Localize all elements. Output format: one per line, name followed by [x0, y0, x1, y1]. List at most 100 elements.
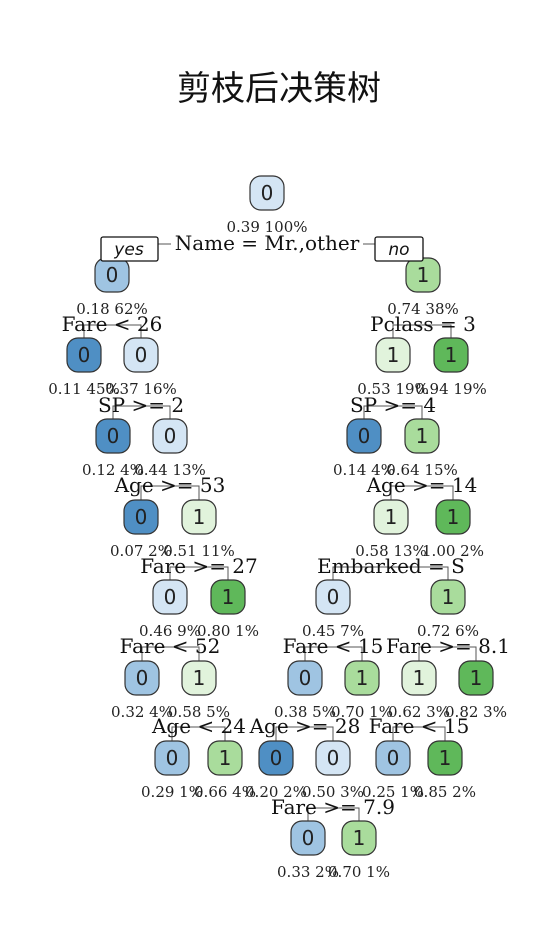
- node-box: [315, 740, 351, 776]
- node-box: [315, 579, 351, 615]
- tree-node: 00.07 2%: [110, 499, 172, 560]
- node-box: [123, 499, 159, 535]
- node-class-label: 0: [327, 746, 340, 770]
- tree-node: 0 0.12 4%: [82, 418, 144, 479]
- node-stats: 0.70 1%: [328, 863, 390, 881]
- node-box: [401, 660, 437, 696]
- node-box: [435, 499, 471, 535]
- node-box: [210, 579, 246, 615]
- node-box: [346, 418, 382, 454]
- node-stats: 1.00 2%: [422, 542, 484, 560]
- tree-node: 10.72 6%: [417, 579, 479, 640]
- node-stats: 0.85 2%: [414, 783, 476, 801]
- node-stats: 0.39 100%: [226, 218, 307, 236]
- tree-edge: [423, 324, 452, 338]
- split-condition: SP >= 4: [350, 393, 436, 417]
- split-condition: Pclass = 3: [370, 312, 476, 336]
- node-stats: 0.58 13%: [355, 542, 427, 560]
- node-stats: 0.12 4%: [82, 461, 144, 479]
- split-condition: SP >= 2: [98, 393, 184, 417]
- node-box: [341, 820, 377, 856]
- node-stats: 0.38 5%: [274, 703, 336, 721]
- node-box: [181, 499, 217, 535]
- tree-nodes: 00.39 100%00.18 62%10.74 38%00.11 45%00.…: [48, 175, 507, 881]
- node-stats: 0.44 13%: [134, 461, 206, 479]
- node-box: [287, 660, 323, 696]
- tree-edge: [170, 646, 200, 661]
- node-stats: 0.45 7%: [302, 622, 364, 640]
- node-stats: 0.18 62%: [76, 300, 148, 318]
- tree-node: 0 0.39 100%: [226, 175, 308, 236]
- node-stats: 0.53 19%: [357, 380, 429, 398]
- node-box: [290, 820, 326, 856]
- tree-edge: [141, 646, 170, 661]
- tree-node: 00.46 9%: [139, 579, 201, 640]
- tree-node: 00.33 2%: [277, 820, 339, 881]
- node-box: [181, 660, 217, 696]
- node-class-label: 1: [413, 666, 426, 690]
- node-class-label: 0: [107, 424, 120, 448]
- node-stats: 0.82 3%: [445, 703, 507, 721]
- node-stats: 0.20 2%: [245, 783, 307, 801]
- tree-node: 0 0.20 2%: [245, 740, 307, 801]
- node-box: [249, 175, 285, 211]
- node-stats: 0.74 38%: [387, 300, 459, 318]
- node-class-label: 1: [445, 343, 458, 367]
- node-class-label: 1: [442, 585, 455, 609]
- node-class-label: 1: [353, 826, 366, 850]
- tree-edge: [304, 646, 333, 661]
- tree-node: 00.37 16%: [105, 337, 177, 398]
- node-class-label: 0: [261, 181, 274, 205]
- node-class-label: 1: [193, 505, 206, 529]
- tree-edge: [170, 485, 200, 500]
- node-class-label: 1: [219, 746, 232, 770]
- split-condition: Fare < 26: [62, 312, 163, 336]
- split-condition: Fare >= 7.9: [271, 795, 395, 819]
- tree-edge: [418, 646, 448, 661]
- node-class-label: 0: [270, 746, 283, 770]
- tree-edge: [199, 726, 226, 741]
- node-stats: 0.50 3%: [302, 783, 364, 801]
- node-box: [433, 337, 469, 373]
- tree-edge: [363, 405, 393, 419]
- node-class-label: 0: [299, 666, 312, 690]
- tree-edge: [391, 566, 449, 580]
- tree-node: 10.94 19%: [415, 337, 487, 398]
- node-class-label: 0: [164, 585, 177, 609]
- tree-edge: [333, 646, 363, 661]
- tree-edge: [199, 566, 229, 580]
- node-box: [207, 740, 243, 776]
- yes-tag-label: yes: [113, 240, 144, 260]
- node-stats: 0.51 11%: [163, 542, 235, 560]
- node-stats: 0.58 5%: [168, 703, 230, 721]
- node-class-label: 1: [387, 343, 400, 367]
- tree-node: 1 0.70 1%: [328, 820, 390, 881]
- tree-edge: [275, 726, 305, 741]
- split-condition: Age >= 53: [114, 473, 226, 497]
- tree-edge: [112, 324, 142, 338]
- yes-tag-box: [100, 236, 159, 262]
- node-class-label: 0: [358, 424, 371, 448]
- node-box: [95, 418, 131, 454]
- tree-node: 11.00 2%: [422, 499, 484, 560]
- branch-tags: yes no: [100, 236, 424, 262]
- node-box: [154, 740, 190, 776]
- node-class-label: 0: [135, 343, 148, 367]
- split-condition: Fare < 52: [120, 634, 221, 658]
- split-condition: Fare < 15: [369, 714, 470, 738]
- split-condition: Fare < 15: [283, 634, 384, 658]
- diagram-title: 剪枝后决策树: [177, 69, 381, 109]
- tree-node: 00.25 1%: [362, 740, 424, 801]
- tree-edge: [333, 807, 360, 821]
- node-box: [344, 660, 380, 696]
- node-stats: 0.33 2%: [277, 863, 339, 881]
- node-stats: 0.62 3%: [388, 703, 450, 721]
- tree-node: 0 0.38 5%: [274, 660, 336, 721]
- node-box: [375, 740, 411, 776]
- node-box: [258, 740, 294, 776]
- node-box: [152, 418, 188, 454]
- tree-node: 0 0.50 3%: [302, 740, 364, 801]
- tree-edge: [419, 726, 446, 741]
- tree-node: 1 0.51 11%: [163, 499, 235, 560]
